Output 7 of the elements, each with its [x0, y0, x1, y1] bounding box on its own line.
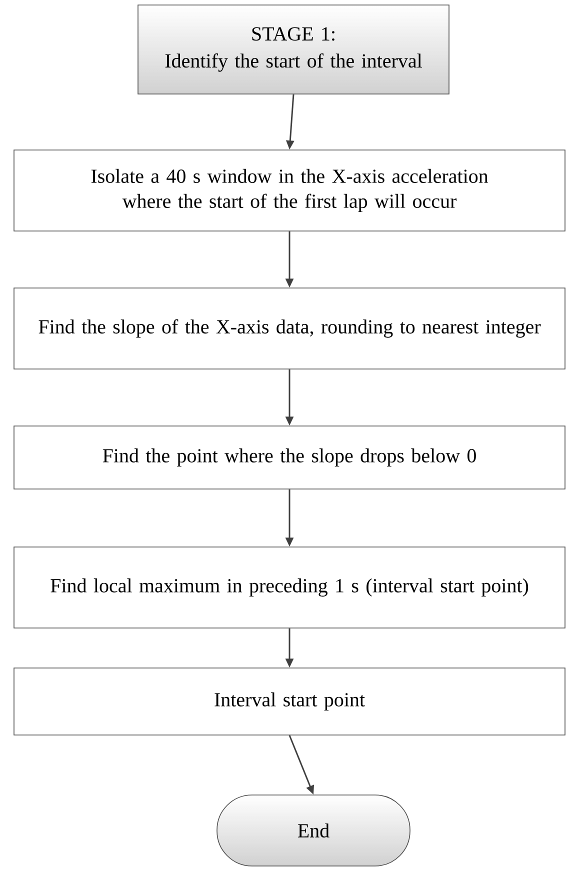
process-box: Find the point where the slope drops below 0 [14, 426, 566, 490]
process-box: Isolate a 40 s window in the X-axis acceleration where the start of the first lap will occur [14, 150, 566, 232]
process-box: Interval start point [14, 668, 566, 736]
process-box: Find the slope of the X-axis data, rounding to nearest integer [14, 288, 566, 370]
process-box: Find local maximum in preceding 1 s (interval start point) [14, 546, 566, 628]
end-terminal: End [216, 794, 410, 866]
stage-box: STAGE 1: Identify the start of the interval [138, 4, 450, 94]
